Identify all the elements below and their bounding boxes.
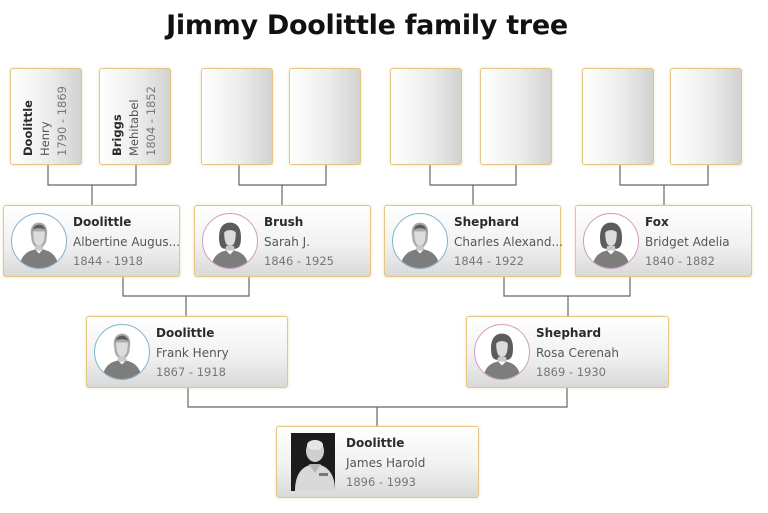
- surname: Shephard: [536, 326, 602, 340]
- ancestor-card-empty[interactable]: [582, 68, 654, 165]
- person-card-doolittle-albertine[interactable]: Doolittle Albertine Augus... 1844 - 1918: [3, 205, 180, 277]
- female-avatar-icon: [202, 213, 258, 269]
- person-card-shephard-charles[interactable]: Shephard Charles Alexand... 1844 - 1922: [384, 205, 563, 277]
- ancestor-card-empty[interactable]: [670, 68, 742, 165]
- female-avatar-icon: [474, 324, 530, 380]
- surname: Fox: [645, 215, 669, 229]
- life-years: 1804 - 1852: [144, 86, 158, 156]
- female-avatar-icon: [583, 213, 639, 269]
- given-name: Henry: [38, 121, 52, 156]
- ancestor-card-briggs-mehitabel[interactable]: Briggs Mehitabel 1804 - 1852: [99, 68, 171, 165]
- surname: Shephard: [454, 215, 520, 229]
- ancestor-card-doolittle-henry[interactable]: Doolittle Henry 1790 - 1869: [10, 68, 82, 165]
- given-name: James Harold: [346, 455, 426, 470]
- given-name: Albertine Augus...: [73, 234, 181, 249]
- surname: Briggs: [110, 114, 124, 156]
- page-title: Jimmy Doolittle family tree: [166, 10, 568, 41]
- ancestor-card-empty[interactable]: [201, 68, 273, 165]
- given-name: Bridget Adelia: [645, 234, 730, 249]
- life-years: 1790 - 1869: [55, 86, 69, 156]
- surname: Doolittle: [21, 100, 35, 156]
- male-avatar-icon: [392, 213, 448, 269]
- life-years: 1844 - 1922: [454, 254, 524, 268]
- life-years: 1869 - 1930: [536, 365, 606, 379]
- portrait-photo: [291, 433, 335, 491]
- surname: Doolittle: [346, 436, 405, 450]
- person-card-brush-sarah[interactable]: Brush Sarah J. 1846 - 1925: [194, 205, 371, 277]
- surname: Brush: [264, 215, 304, 229]
- surname: Doolittle: [73, 215, 132, 229]
- given-name: Rosa Cerenah: [536, 345, 619, 360]
- ancestor-card-empty[interactable]: [289, 68, 361, 165]
- given-name: Frank Henry: [156, 345, 229, 360]
- person-card-doolittle-james[interactable]: Doolittle James Harold 1896 - 1993: [276, 426, 479, 498]
- ancestor-card-empty[interactable]: [480, 68, 552, 165]
- person-card-doolittle-frank[interactable]: Doolittle Frank Henry 1867 - 1918: [86, 316, 288, 388]
- ancestor-card-empty[interactable]: [390, 68, 462, 165]
- life-years: 1896 - 1993: [346, 475, 416, 489]
- person-card-fox-bridget[interactable]: Fox Bridget Adelia 1840 - 1882: [575, 205, 752, 277]
- surname: Doolittle: [156, 326, 215, 340]
- given-name: Sarah J.: [264, 234, 311, 249]
- male-avatar-icon: [94, 324, 150, 380]
- given-name: Mehitabel: [127, 99, 141, 156]
- male-avatar-icon: [11, 213, 67, 269]
- person-card-shephard-rosa[interactable]: Shephard Rosa Cerenah 1869 - 1930: [466, 316, 669, 388]
- life-years: 1840 - 1882: [645, 254, 715, 268]
- life-years: 1844 - 1918: [73, 254, 143, 268]
- life-years: 1867 - 1918: [156, 365, 226, 379]
- given-name: Charles Alexand...: [454, 234, 563, 249]
- life-years: 1846 - 1925: [264, 254, 334, 268]
